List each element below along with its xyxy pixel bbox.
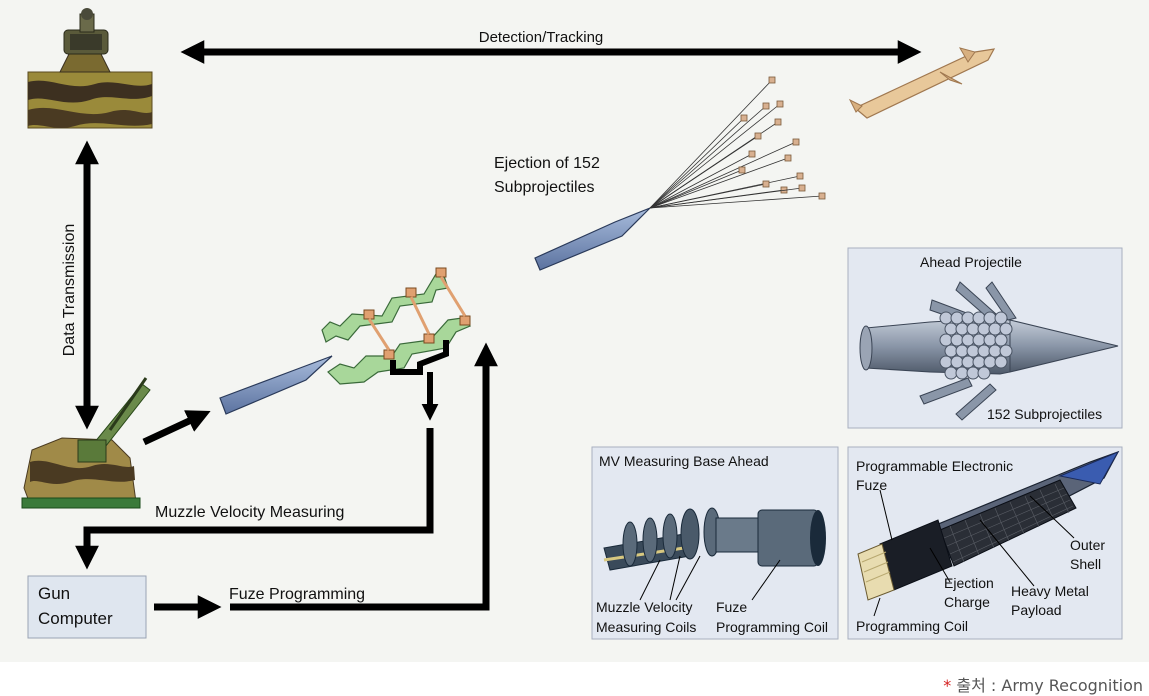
detection-tracking-label: Detection/Tracking bbox=[479, 29, 604, 46]
outer-shell-label-line2: Shell bbox=[1070, 556, 1101, 572]
ejection-illustration bbox=[534, 76, 826, 271]
source-text: 출처 : Army Recognition bbox=[956, 676, 1143, 695]
anti-aircraft-gun-illustration bbox=[21, 377, 151, 509]
source-star: * bbox=[943, 676, 952, 695]
source-caption: * 출처 : Army Recognition bbox=[943, 672, 1143, 696]
fuze-panel-title-line1: Programmable Electronic bbox=[856, 458, 1013, 474]
gun-to-projectile-arrow bbox=[142, 410, 211, 446]
subprojectiles-label: 152 Subprojectiles bbox=[987, 406, 1102, 422]
fuze-programming-label: Fuze Programming bbox=[229, 586, 365, 603]
muzzle-measuring-base-illustration bbox=[321, 267, 472, 385]
data-transmission-label: Data Transmission bbox=[61, 224, 78, 357]
heavy-metal-label-line2: Payload bbox=[1011, 602, 1062, 618]
fuze-panel-title-line2: Fuze bbox=[856, 477, 887, 493]
measuring-coils-label-line2: Measuring Coils bbox=[596, 619, 696, 635]
outer-shell-label-line1: Outer bbox=[1070, 537, 1105, 553]
programming-coil-label: Programming Coil bbox=[856, 618, 968, 634]
incoming-missile-illustration bbox=[848, 47, 996, 119]
ejection-label-line1: Ejection of 152 bbox=[494, 155, 600, 172]
ejection-charge-label-line1: Ejection bbox=[944, 575, 994, 591]
measuring-coils-label-line1: Muzzle Velocity bbox=[596, 599, 692, 615]
coil-signal-wire bbox=[390, 340, 449, 375]
ahead-projectile-title: Ahead Projectile bbox=[920, 254, 1022, 270]
gun-computer-label-line2: Computer bbox=[38, 609, 113, 628]
muzzle-velocity-label: Muzzle Velocity Measuring bbox=[155, 504, 344, 521]
footer-strip bbox=[0, 662, 1149, 694]
radar-unit-illustration bbox=[27, 8, 153, 129]
ejection-label-line2: Subprojectiles bbox=[494, 179, 595, 196]
ahead-projectile-panel bbox=[847, 247, 1123, 429]
ejection-charge-label-line2: Charge bbox=[944, 594, 990, 610]
muzzle-velocity-arrow bbox=[75, 428, 434, 570]
mv-measuring-panel bbox=[591, 446, 839, 640]
electronic-fuze-panel bbox=[847, 446, 1123, 640]
fuze-coil-label-line1: Fuze bbox=[716, 599, 747, 615]
heavy-metal-label-line1: Heavy Metal bbox=[1011, 583, 1089, 599]
mv-panel-title: MV Measuring Base Ahead bbox=[599, 453, 769, 469]
gun-computer-box bbox=[27, 575, 147, 639]
fuze-coil-label-line2: Programming Coil bbox=[716, 619, 828, 635]
fuze-programming-arrow bbox=[230, 342, 498, 611]
gun-computer-label-line1: Gun bbox=[38, 584, 70, 603]
fired-projectile-illustration bbox=[219, 355, 333, 415]
